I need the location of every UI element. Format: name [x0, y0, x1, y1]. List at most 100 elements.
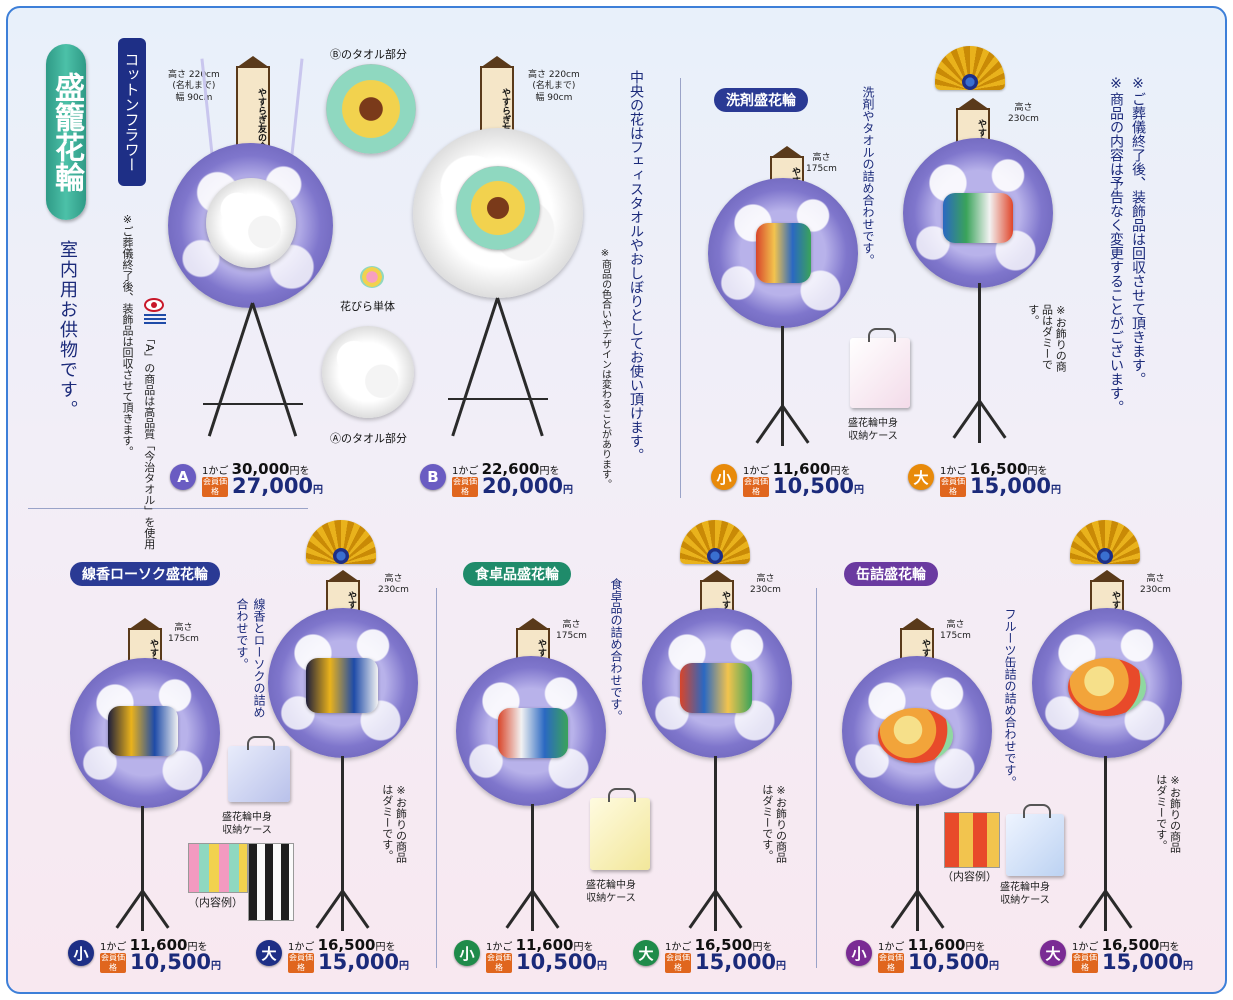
- member-badge: 会員価格: [100, 953, 126, 973]
- towel-b-image: [326, 64, 416, 154]
- price-small: 小 1かご 11,600円を 会員価格 10,500円: [846, 936, 1026, 976]
- cotton-center-flower: [206, 178, 296, 268]
- member-price: 20,000円: [482, 474, 574, 498]
- detergent-goods: [756, 223, 811, 283]
- member-badge: 会員価格: [665, 953, 691, 973]
- price-a: A 1かご 30,000円を 会員価格 27,000円: [170, 460, 370, 500]
- stand-legs: [183, 302, 323, 443]
- member-price: 10,500円: [516, 950, 608, 974]
- member-price: 15,000円: [1102, 950, 1194, 974]
- size-b: 高さ 220cm (名札まで) 幅 90cm: [528, 70, 580, 103]
- dummy-note: ※お飾りの商品はダミーです。: [1026, 304, 1068, 372]
- regular-price: 1かご 11,600円を: [878, 936, 986, 954]
- page-title: 盛籠花輪: [46, 44, 86, 220]
- mark-large: 大: [1040, 940, 1066, 966]
- towel-b-label: Ⓑのタオル部分: [330, 48, 407, 61]
- price-large: 大 1かご 16,500円を 会員価格 15,000円: [633, 936, 813, 976]
- storage-case-label: 盛花輪中身 収納ケース: [848, 418, 898, 442]
- member-badge: 会員価格: [1072, 953, 1098, 973]
- mark-small: 小: [454, 940, 480, 966]
- regular-price: 1かご 30,000円を: [202, 460, 310, 478]
- content-example-image: [188, 843, 248, 893]
- page-subtitle: 室内用お供物です。: [57, 240, 78, 420]
- mark-small: 小: [846, 940, 872, 966]
- price-small: 小 1かご 11,600円を 会員価格 10,500円: [68, 936, 248, 976]
- regular-price: 1かご 22,600円を: [452, 460, 560, 478]
- size-small: 高さ 175cm: [806, 153, 837, 175]
- member-price: 10,500円: [908, 950, 1000, 974]
- section-label-detergent: 洗剤盛花輪: [714, 88, 808, 112]
- stand-legs: [428, 297, 568, 443]
- price-b: B 1かご 22,600円を 会員価格 20,000円: [420, 460, 620, 500]
- fan-ornament-icon: [1070, 520, 1140, 564]
- mark-large: 大: [633, 940, 659, 966]
- stand-legs: [940, 283, 1020, 443]
- regular-price: 1かご 11,600円を: [486, 936, 594, 954]
- section-label-can: 缶詰盛花輪: [844, 562, 938, 586]
- divider: [28, 508, 308, 509]
- food-goods: [498, 708, 568, 758]
- towel-a-label: Ⓐのタオル部分: [330, 432, 407, 445]
- member-price: 15,000円: [695, 950, 787, 974]
- size-large: 高さ 230cm: [1140, 574, 1171, 596]
- stand-legs: [743, 326, 823, 446]
- imabari-logo-icon: [144, 298, 166, 328]
- storage-case-image: [228, 736, 290, 802]
- center-flower-note: 中央の花はフェィスタオルやおしぼりとしてお使い頂けます。: [628, 70, 644, 462]
- divider: [816, 588, 817, 968]
- member-price: 27,000円: [232, 474, 324, 498]
- storage-case-label: 盛花輪中身 収納ケース: [1000, 882, 1050, 906]
- price-small: 小 1かご 11,600円を 会員価格 10,500円: [454, 936, 634, 976]
- stand-legs: [493, 804, 573, 931]
- detergent-goods: [943, 193, 1013, 243]
- return-note: ※ご葬儀終了後、装飾品は回収させて頂きます。: [1130, 76, 1146, 386]
- content-example-label: （内容例）: [942, 870, 997, 883]
- member-badge: 会員価格: [940, 477, 966, 497]
- regular-price: 1かご 16,500円を: [1072, 936, 1180, 954]
- fan-ornament-icon: [680, 520, 750, 564]
- stand-legs: [676, 756, 756, 931]
- section-label-food: 食卓品盛花輪: [463, 562, 571, 586]
- stand-legs: [103, 806, 183, 931]
- storage-case-label: 盛花輪中身 収納ケース: [222, 812, 272, 836]
- member-price: 10,500円: [130, 950, 222, 974]
- member-badge: 会員価格: [878, 953, 904, 973]
- dummy-note: ※お飾りの商品はダミーです。: [1154, 774, 1182, 853]
- food-goods: [680, 663, 752, 713]
- storage-case-label: 盛花輪中身 収納ケース: [586, 880, 636, 904]
- size-large: 高さ 230cm: [750, 574, 781, 596]
- member-price: 15,000円: [318, 950, 410, 974]
- mark-large: 大: [256, 940, 282, 966]
- price-large: 大 1かご 16,500円を 会員価格 15,000円: [908, 460, 1088, 500]
- regular-price: 1かご 16,500円を: [665, 936, 773, 954]
- mark-small: 小: [68, 940, 94, 966]
- catalog-sheet: 盛籠花輪 室内用お供物です。 コットンフラワー ※ご葬儀終了後、装飾品は回収させ…: [6, 6, 1227, 994]
- storage-case-image: [850, 328, 910, 408]
- fan-ornament-icon: [935, 46, 1005, 90]
- price-large: 大 1かご 16,500円を 会員価格 15,000円: [1040, 936, 1220, 976]
- candle-goods: [108, 706, 178, 756]
- regular-price: 1かご 16,500円を: [940, 460, 1048, 478]
- name-tag: やすらぎ友の会: [236, 56, 270, 158]
- fruit-can-goods: [1068, 658, 1146, 716]
- fan-ornament-icon: [306, 520, 376, 564]
- member-badge: 会員価格: [288, 953, 314, 973]
- divider: [680, 78, 681, 498]
- imabari-note: 「A」の商品は高品質「今治タオル」を使用: [142, 333, 156, 550]
- food-content: 食卓品の詰め合わせです。: [609, 578, 623, 722]
- mark-small: 小: [711, 464, 737, 490]
- price-large: 大 1かご 16,500円を 会員価格 15,000円: [256, 936, 436, 976]
- towel-a-image: [322, 326, 414, 418]
- member-badge: 会員価格: [486, 953, 512, 973]
- fruit-can-goods: [878, 708, 953, 763]
- candle-goods: [306, 658, 378, 713]
- storage-case-image: [590, 788, 650, 870]
- mark-large: 大: [908, 464, 934, 490]
- member-price: 10,500円: [773, 474, 865, 498]
- design-note: ※商品の色合いやデザインは変わることがあります。: [599, 248, 611, 489]
- regular-price: 1かご 16,500円を: [288, 936, 396, 954]
- member-badge: 会員価格: [202, 477, 228, 497]
- storage-case-image: [1006, 804, 1064, 876]
- detergent-content: 洗剤やタオルの詰め合わせです。: [861, 86, 875, 266]
- petal-label: 花びら単体: [340, 300, 395, 313]
